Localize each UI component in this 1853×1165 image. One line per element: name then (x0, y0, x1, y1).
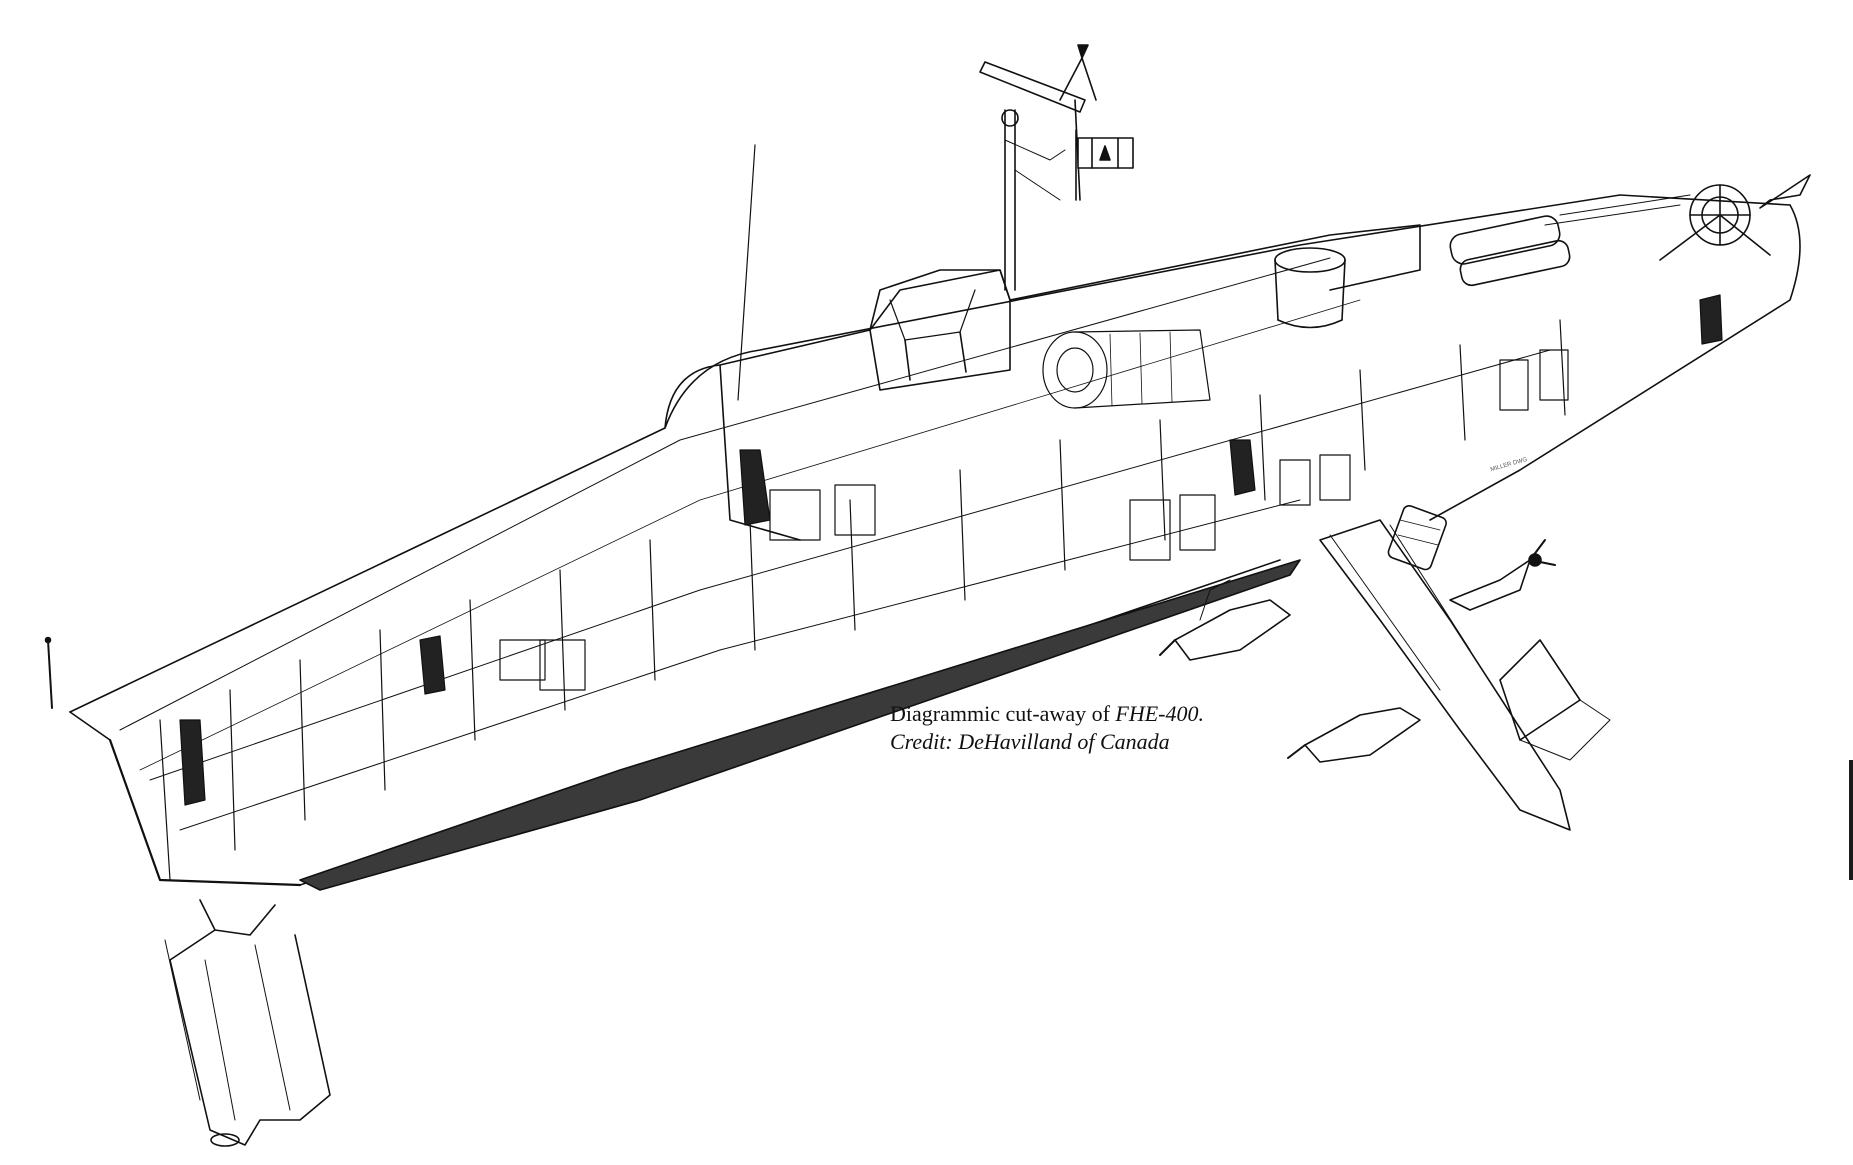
maple-leaf-flag-icon (1075, 129, 1134, 201)
main-foil (1159, 504, 1611, 831)
exhaust-stack (1274, 247, 1346, 329)
tail-fin (1759, 174, 1811, 209)
figure-caption: Diagrammic cut-away of FHE-400. Credit: … (890, 700, 1204, 756)
bow-staff (47, 639, 53, 709)
caption-vessel-name: FHE-400. (1115, 701, 1204, 726)
hull (69, 194, 1801, 891)
foil-pod-lower (1287, 707, 1421, 763)
foil-pod-port (1159, 579, 1291, 661)
mast-assembly (737, 44, 1134, 401)
caption-credit: Credit: DeHavilland of Canada (890, 729, 1170, 754)
propeller-icon (1449, 539, 1556, 611)
page-edge-mark (1849, 760, 1853, 880)
gas-turbine-engine (1042, 329, 1211, 409)
caption-prefix: Diagrammic cut-away of (890, 701, 1116, 726)
caption-line-1: Diagrammic cut-away of FHE-400. (890, 700, 1204, 728)
interior-compartments (149, 294, 1723, 881)
aft-foil-strut (164, 899, 331, 1147)
deck-equipment (1449, 184, 1771, 287)
bridge-wheelhouse (869, 269, 1011, 391)
whip-antenna (737, 144, 756, 401)
superstructure (664, 174, 1811, 541)
radar-antenna-icon (979, 61, 1086, 113)
